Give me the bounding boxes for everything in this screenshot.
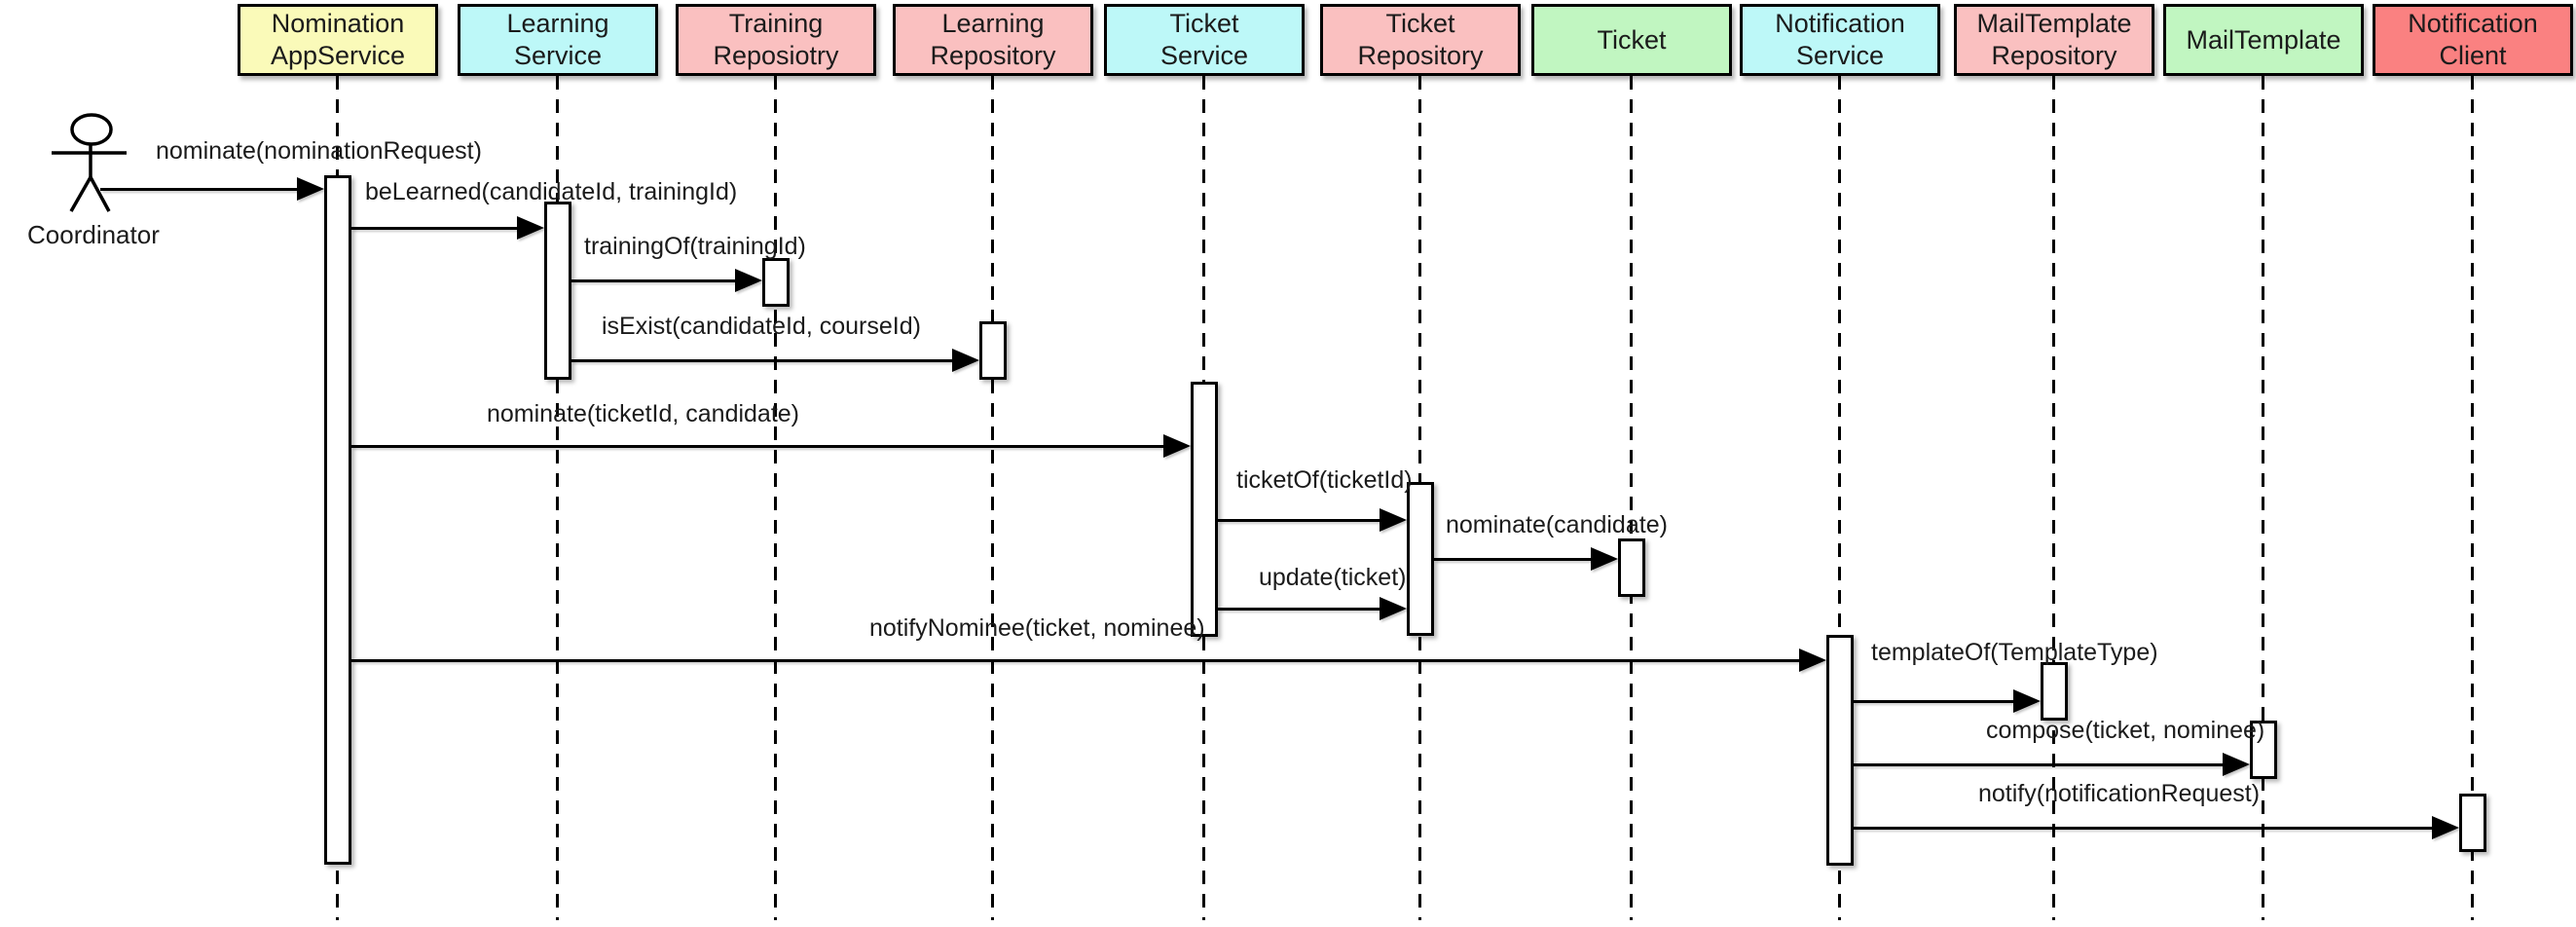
activation-notification-client — [2459, 794, 2486, 852]
message-line-belearned — [351, 227, 521, 230]
message-label-belearned: beLearned(candidateId, trainingId) — [365, 178, 738, 205]
participant-label: Repository — [930, 41, 1056, 70]
participant-mailtemplate-repository: MailTemplate Repository — [1954, 4, 2154, 76]
message-label-ticketof: ticketOf(ticketId) — [1236, 466, 1413, 494]
message-label-notify: notify(notificationRequest) — [1978, 780, 2261, 807]
lifeline-mailtemplate — [2262, 76, 2264, 920]
participant-notification-client: Notification Client — [2373, 4, 2573, 76]
participant-learning-service: Learning Service — [458, 4, 658, 76]
participant-label: Client — [2439, 41, 2507, 70]
participant-label: Learning — [506, 9, 609, 38]
message-line-nominate-ticket — [351, 445, 1167, 448]
participant-training-repository: Training Reposiotry — [676, 4, 876, 76]
message-label-notifynominee: notifyNominee(ticket, nominee) — [869, 614, 1205, 642]
participant-ticket-repository: Ticket Repository — [1320, 4, 1521, 76]
message-line-nominate-request — [100, 188, 301, 191]
participant-label: Notification — [2408, 9, 2538, 38]
arrowhead-icon — [1799, 649, 1826, 672]
participant-label: Ticket — [1597, 24, 1667, 55]
message-line-trainingof — [571, 279, 739, 282]
message-label-update: update(ticket) — [1259, 564, 1407, 591]
arrowhead-icon — [2013, 689, 2041, 713]
message-label-nominate-candidate: nominate(candidate) — [1446, 511, 1668, 538]
participant-label: Service — [513, 41, 603, 70]
participant-notification-service: Notification Service — [1740, 4, 1940, 76]
participant-label: Notification — [1775, 9, 1905, 38]
message-line-ticketof — [1218, 519, 1383, 522]
activation-ticket-repository — [1407, 482, 1434, 636]
participant-mailtemplate: MailTemplate — [2163, 4, 2364, 76]
participant-label: AppService — [270, 41, 406, 70]
message-line-notifynominee — [351, 659, 1803, 662]
participant-label: Service — [1159, 41, 1249, 70]
actor-label: Coordinator — [27, 220, 160, 249]
activation-training-repository — [762, 258, 790, 307]
arrowhead-icon — [952, 349, 979, 372]
participant-label: Training — [728, 9, 824, 38]
activation-notification-service — [1826, 635, 1854, 866]
message-line-templateof — [1854, 700, 2017, 703]
message-line-notify — [1854, 827, 2436, 830]
lifeline-ticket — [1630, 76, 1633, 920]
activation-mailtemplate-repository — [2041, 662, 2068, 721]
lifeline-mailtemplate-repository — [2052, 76, 2055, 920]
message-label-templateof: templateOf(TemplateType) — [1871, 639, 2158, 666]
lifeline-learning-service — [556, 76, 559, 920]
arrowhead-icon — [1380, 508, 1407, 532]
participant-ticket-service: Ticket Service — [1104, 4, 1305, 76]
message-line-update — [1218, 608, 1383, 611]
message-label-nominate-request: nominate(nominationRequest) — [156, 137, 482, 165]
participant-label: Ticket — [1385, 9, 1455, 38]
message-line-compose — [1854, 763, 2226, 766]
arrowhead-icon — [1380, 597, 1407, 620]
participant-label: Reposiotry — [713, 41, 839, 70]
arrowhead-icon — [1163, 434, 1191, 458]
activation-learning-service — [544, 202, 571, 380]
activation-learning-repository — [979, 321, 1007, 380]
message-line-nominate-candidate — [1434, 558, 1595, 561]
participant-nomination-appservice: Nomination AppService — [238, 4, 438, 76]
participant-learning-repository: Learning Repository — [893, 4, 1093, 76]
arrowhead-icon — [2223, 753, 2250, 776]
lifeline-learning-repository — [991, 76, 994, 920]
participant-label: Repository — [1357, 41, 1484, 70]
message-label-isexist: isExist(candidateId, courseId) — [602, 313, 921, 340]
activation-ticket-service — [1191, 382, 1218, 637]
participant-label: Service — [1795, 41, 1885, 70]
arrowhead-icon — [735, 269, 762, 292]
actor-icon — [52, 113, 127, 212]
participant-label: Ticket — [1169, 9, 1239, 38]
participant-label: Repository — [1991, 41, 2117, 70]
lifeline-training-repository — [774, 76, 777, 920]
participant-label: MailTemplate — [1976, 9, 2132, 38]
message-label-nominate-ticket: nominate(ticketId, candidate) — [487, 400, 800, 427]
lifeline-notification-client — [2471, 76, 2474, 920]
activation-ticket — [1618, 538, 1645, 597]
arrowhead-icon — [1591, 547, 1618, 571]
participant-label: MailTemplate — [2186, 24, 2341, 55]
participant-ticket: Ticket — [1531, 4, 1732, 76]
lifeline-notification-service — [1838, 76, 1841, 920]
activation-mailtemplate — [2250, 721, 2277, 779]
participant-label: Learning — [941, 9, 1045, 38]
message-line-isexist — [571, 359, 956, 362]
activation-nomination-appservice — [324, 175, 351, 865]
arrowhead-icon — [2432, 816, 2459, 839]
participant-label: Nomination — [271, 9, 405, 38]
arrowhead-icon — [297, 177, 324, 201]
message-label-compose: compose(ticket, nominee) — [1986, 717, 2265, 744]
arrowhead-icon — [517, 216, 544, 240]
message-label-trainingof: trainingOf(trainingId) — [584, 233, 806, 260]
